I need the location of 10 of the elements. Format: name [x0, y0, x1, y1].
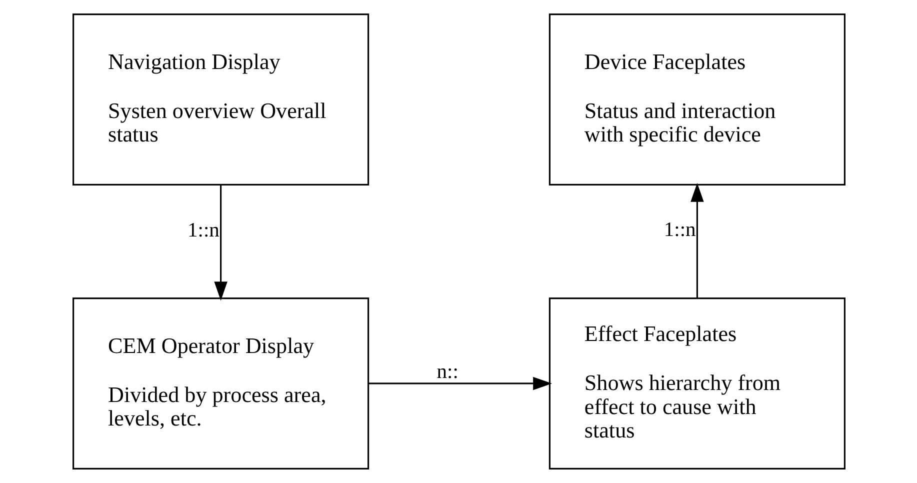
arrow — [214, 185, 227, 301]
arrow — [368, 376, 552, 390]
edge-label: 1::n — [187, 219, 219, 242]
arrow — [690, 182, 704, 298]
edge-label: n:: — [436, 360, 458, 383]
edge-label: 1::n — [663, 218, 696, 241]
node-box: Navigation Display Systen overview Overall status — [72, 14, 369, 186]
node-box: Effect Faceplates Shows hierarchy from effect to cause with status — [548, 298, 845, 470]
node-box: Device Faceplates Status and interaction with specific device — [548, 14, 845, 186]
node-box: CEM Operator Display Divided by process area, levels, etc. — [72, 298, 369, 470]
